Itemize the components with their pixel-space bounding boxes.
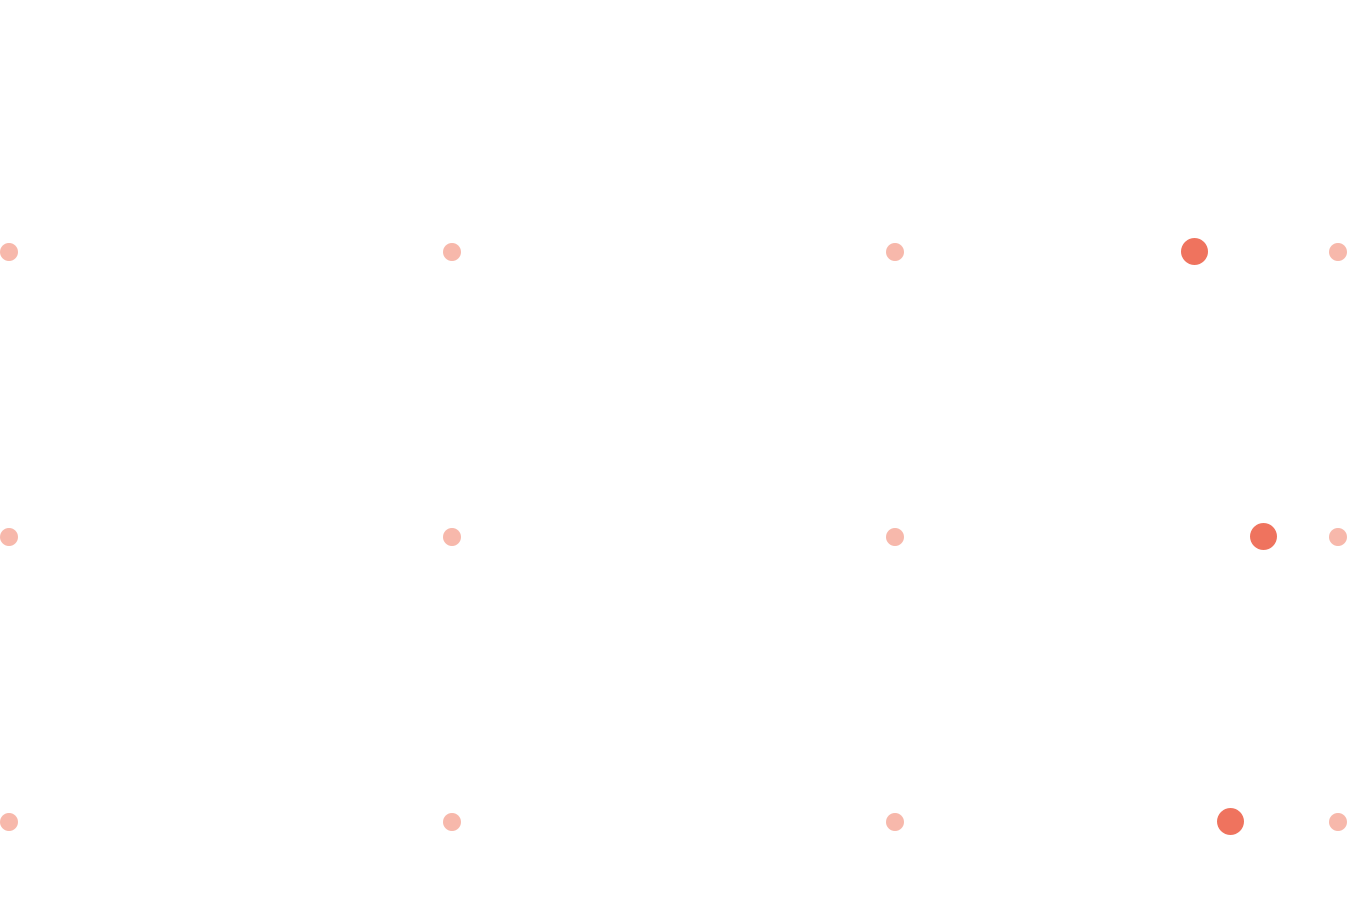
- slider-handle[interactable]: [1216, 808, 1244, 835]
- slider-tick[interactable]: [1329, 528, 1347, 546]
- slider-tick[interactable]: [443, 243, 461, 261]
- slider-tick[interactable]: [886, 528, 904, 546]
- slider-tick[interactable]: [0, 243, 18, 261]
- slider-tick[interactable]: [886, 243, 904, 261]
- slider-tick[interactable]: [0, 528, 18, 546]
- slider-tick[interactable]: [443, 528, 461, 546]
- slider-2[interactable]: [0, 522, 1350, 552]
- slider-1[interactable]: [0, 237, 1350, 267]
- slider-tick[interactable]: [1329, 243, 1347, 261]
- slider-tick[interactable]: [1329, 813, 1347, 831]
- slider-handle[interactable]: [1180, 238, 1208, 265]
- slider-tick[interactable]: [443, 813, 461, 831]
- slider-handle[interactable]: [1250, 523, 1278, 550]
- slider-3[interactable]: [0, 807, 1350, 837]
- slider-tick[interactable]: [886, 813, 904, 831]
- slider-tick[interactable]: [0, 813, 18, 831]
